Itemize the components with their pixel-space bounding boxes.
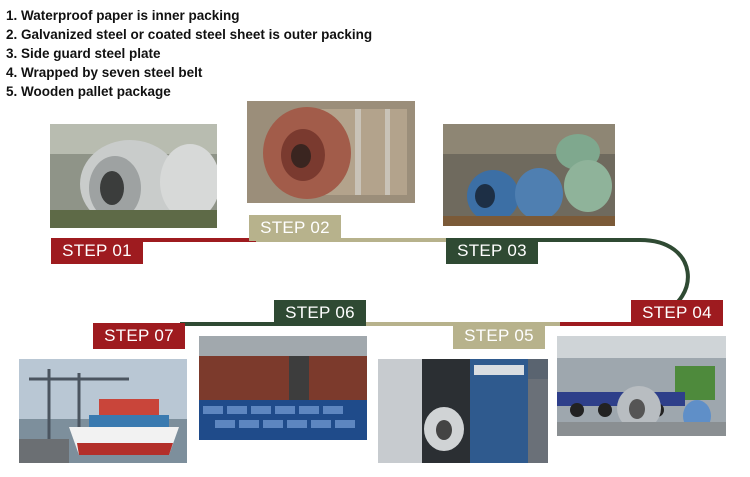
photo-step-04-truck-loading	[557, 336, 726, 436]
step-01-label: STEP 01	[51, 238, 143, 264]
instruction-1: 1. Waterproof paper is inner packing	[6, 8, 240, 23]
instruction-3: 3. Side guard steel plate	[6, 46, 161, 61]
instruction-2: 2. Galvanized steel or coated steel shee…	[6, 27, 373, 42]
photo-step-01-steel-coils	[50, 124, 217, 228]
packing-instructions-list: 1. Waterproof paper is inner packing 2. …	[6, 6, 372, 101]
step-07-label: STEP 07	[93, 323, 185, 349]
step-06-label: STEP 06	[274, 300, 366, 326]
instruction-4: 4. Wrapped by seven steel belt	[6, 65, 203, 80]
photo-step-06-ship-hold	[199, 336, 367, 440]
photo-step-07-port-cargo-ship	[19, 359, 187, 463]
photo-step-02-paper-wrapped-coil	[247, 101, 415, 203]
instruction-5: 5. Wooden pallet package	[6, 84, 171, 99]
photo-step-03-packed-coils	[443, 124, 615, 226]
step-05-label: STEP 05	[453, 323, 545, 349]
photo-step-05-container-loading	[378, 359, 548, 463]
step-03-label: STEP 03	[446, 238, 538, 264]
step-02-label: STEP 02	[249, 215, 341, 241]
step-04-label: STEP 04	[631, 300, 723, 326]
